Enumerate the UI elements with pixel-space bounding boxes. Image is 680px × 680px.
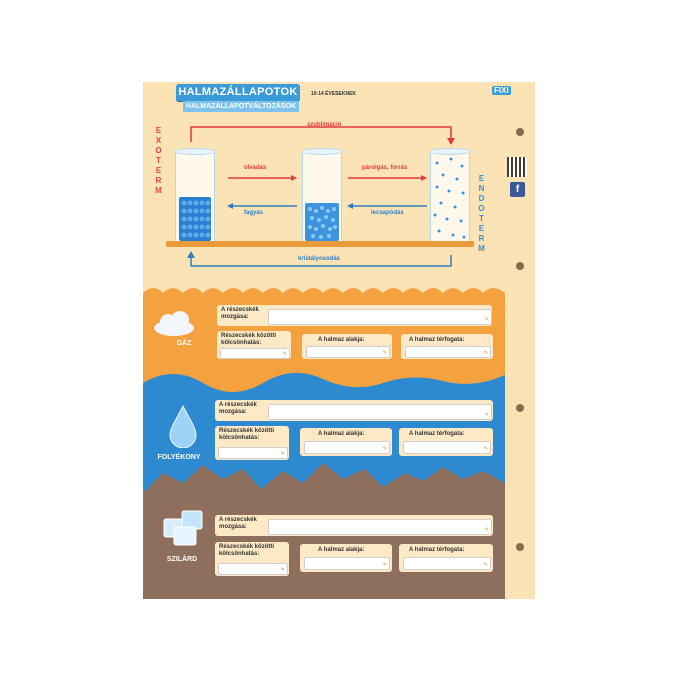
freeze-label: fagyás (244, 210, 264, 216)
pencil-icon: ✎ (382, 562, 387, 568)
liquid-volume-label: A halmaz térfogata: (409, 431, 465, 437)
state-name-liquid: FOLYÉKONY (157, 454, 201, 461)
pencil-icon: ✎ (484, 317, 489, 323)
page-subtitle: HALMAZÁLLAPOTVÁLTOZÁSOK (183, 101, 299, 112)
solid-particles (179, 197, 211, 241)
gas-volume-field[interactable]: ✎ (405, 346, 491, 358)
gas-interaction-label: Részecskék közötti kölcsönhatás: (221, 333, 277, 346)
liquid-particles (305, 203, 339, 241)
gas-shape-field[interactable]: ✎ (306, 346, 390, 358)
gas-movement-field[interactable]: ✎ (268, 309, 492, 325)
solid-volume-field[interactable]: ✎ (403, 557, 491, 570)
punch-hole (516, 128, 524, 136)
exoterm-label: EXOTERM (154, 126, 163, 196)
water-drop-icon (169, 404, 197, 448)
punch-hole (516, 262, 524, 270)
sublimation-arrow (190, 126, 452, 142)
liquid-movement-label: A részecskék mozgása: (219, 402, 257, 415)
gas-interaction-field[interactable]: ✎ (220, 348, 290, 359)
condense-label: lecsapódás (371, 210, 404, 216)
sublimation-label: szublimáció (307, 122, 342, 128)
liquid-interaction-label: Részecskék közötti kölcsönhatás: (219, 428, 275, 441)
sublimation-arrowhead (447, 138, 455, 145)
pencil-icon: ✎ (280, 451, 285, 457)
liquid-shape-label: A halmaz alakja: (318, 431, 365, 437)
age-label: 10-14 ÉVESEKNEK (311, 91, 357, 97)
punch-hole (516, 543, 524, 551)
melt-label: olvadás (244, 165, 267, 171)
ice-cubes-icon (163, 510, 203, 546)
solid-glass (174, 148, 216, 244)
punch-hole (516, 404, 524, 412)
gas-particles (433, 157, 466, 239)
state-name-solid: SZILÁRD (166, 556, 198, 563)
pencil-icon: ✎ (282, 351, 287, 357)
gas-glass (429, 148, 471, 244)
solid-movement-field[interactable]: ✎ (268, 519, 492, 535)
gas-shape-label: A halmaz alakja: (318, 337, 365, 343)
state-name-gas: GÁZ (176, 340, 192, 347)
pencil-icon: ✎ (484, 412, 489, 418)
pencil-icon: ✎ (483, 350, 488, 356)
solid-movement-label: A részecskék mozgása: (219, 517, 257, 530)
liquid-shape-field[interactable]: ✎ (304, 441, 390, 454)
solid-interaction-label: Részecskék közötti kölcsönhatás: (219, 544, 275, 557)
cloud-icon (154, 311, 194, 336)
liquid-movement-field[interactable]: ✎ (268, 404, 492, 420)
endoterm-label: ENDOTERM (477, 174, 486, 254)
solid-volume-label: A halmaz térfogata: (409, 547, 465, 553)
evaporate-label: párolgás, forrás (362, 165, 408, 171)
transition-diagram (187, 126, 455, 267)
pencil-icon: ✎ (484, 527, 489, 533)
shelf (166, 241, 474, 247)
page-title: HALMAZÁLLAPOTOK (176, 84, 300, 101)
solid-shape-field[interactable]: ✎ (304, 557, 390, 570)
gas-movement-label: A részecskék mozgása: (221, 307, 259, 320)
pencil-icon: ✎ (382, 446, 387, 452)
liquid-glass (301, 148, 343, 244)
pencil-icon: ✎ (483, 562, 488, 568)
qr-code-icon (507, 157, 527, 177)
crystallization-label: kristályosodás (298, 256, 341, 262)
pencil-icon: ✎ (280, 567, 285, 573)
solid-interaction-field[interactable]: ✎ (218, 563, 288, 575)
facebook-icon: f (510, 182, 525, 197)
pencil-icon: ✎ (483, 446, 488, 452)
solid-shape-label: A halmaz alakja: (318, 547, 365, 553)
pencil-icon: ✎ (382, 350, 387, 356)
liquid-interaction-field[interactable]: ✎ (218, 447, 288, 459)
gas-volume-label: A halmaz térfogata: (409, 337, 465, 343)
crystallization-arrow (190, 255, 452, 267)
liquid-volume-field[interactable]: ✎ (403, 441, 491, 454)
brand-logo: FIXI (492, 86, 511, 95)
